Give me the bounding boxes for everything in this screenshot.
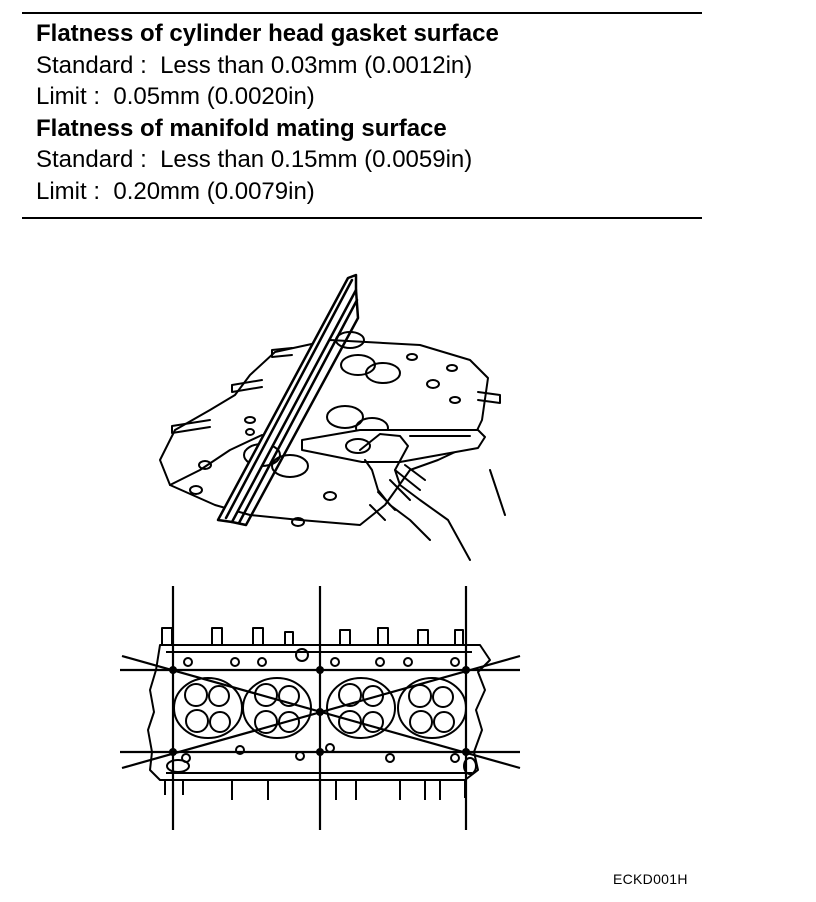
manifold-surface-title: Flatness of manifold mating surface bbox=[36, 114, 447, 142]
gasket-limit-value: Limit : 0.05mm (0.0020in) bbox=[36, 83, 315, 110]
straightedge-tool bbox=[216, 273, 360, 527]
bottom-rule bbox=[22, 217, 702, 219]
manifold-limit-value: Limit : 0.20mm (0.0079in) bbox=[36, 177, 315, 205]
measurement-points bbox=[169, 666, 470, 756]
manifold-standard-value: Standard : Less than 0.15mm (0.0059in) bbox=[36, 146, 473, 173]
cylinder-head-top-view bbox=[147, 627, 491, 800]
top-rule bbox=[22, 12, 702, 14]
gasket-surface-title: Flatness of cylinder head gasket surface bbox=[36, 20, 499, 47]
gasket-standard-value: Standard : Less than 0.03mm (0.0012in) bbox=[36, 51, 473, 79]
figure-code: ECKD001H bbox=[613, 871, 688, 887]
feeler-gauge-and-hand bbox=[301, 429, 506, 561]
spec-block: Flatness of cylinder head gasket surface… bbox=[36, 18, 499, 207]
